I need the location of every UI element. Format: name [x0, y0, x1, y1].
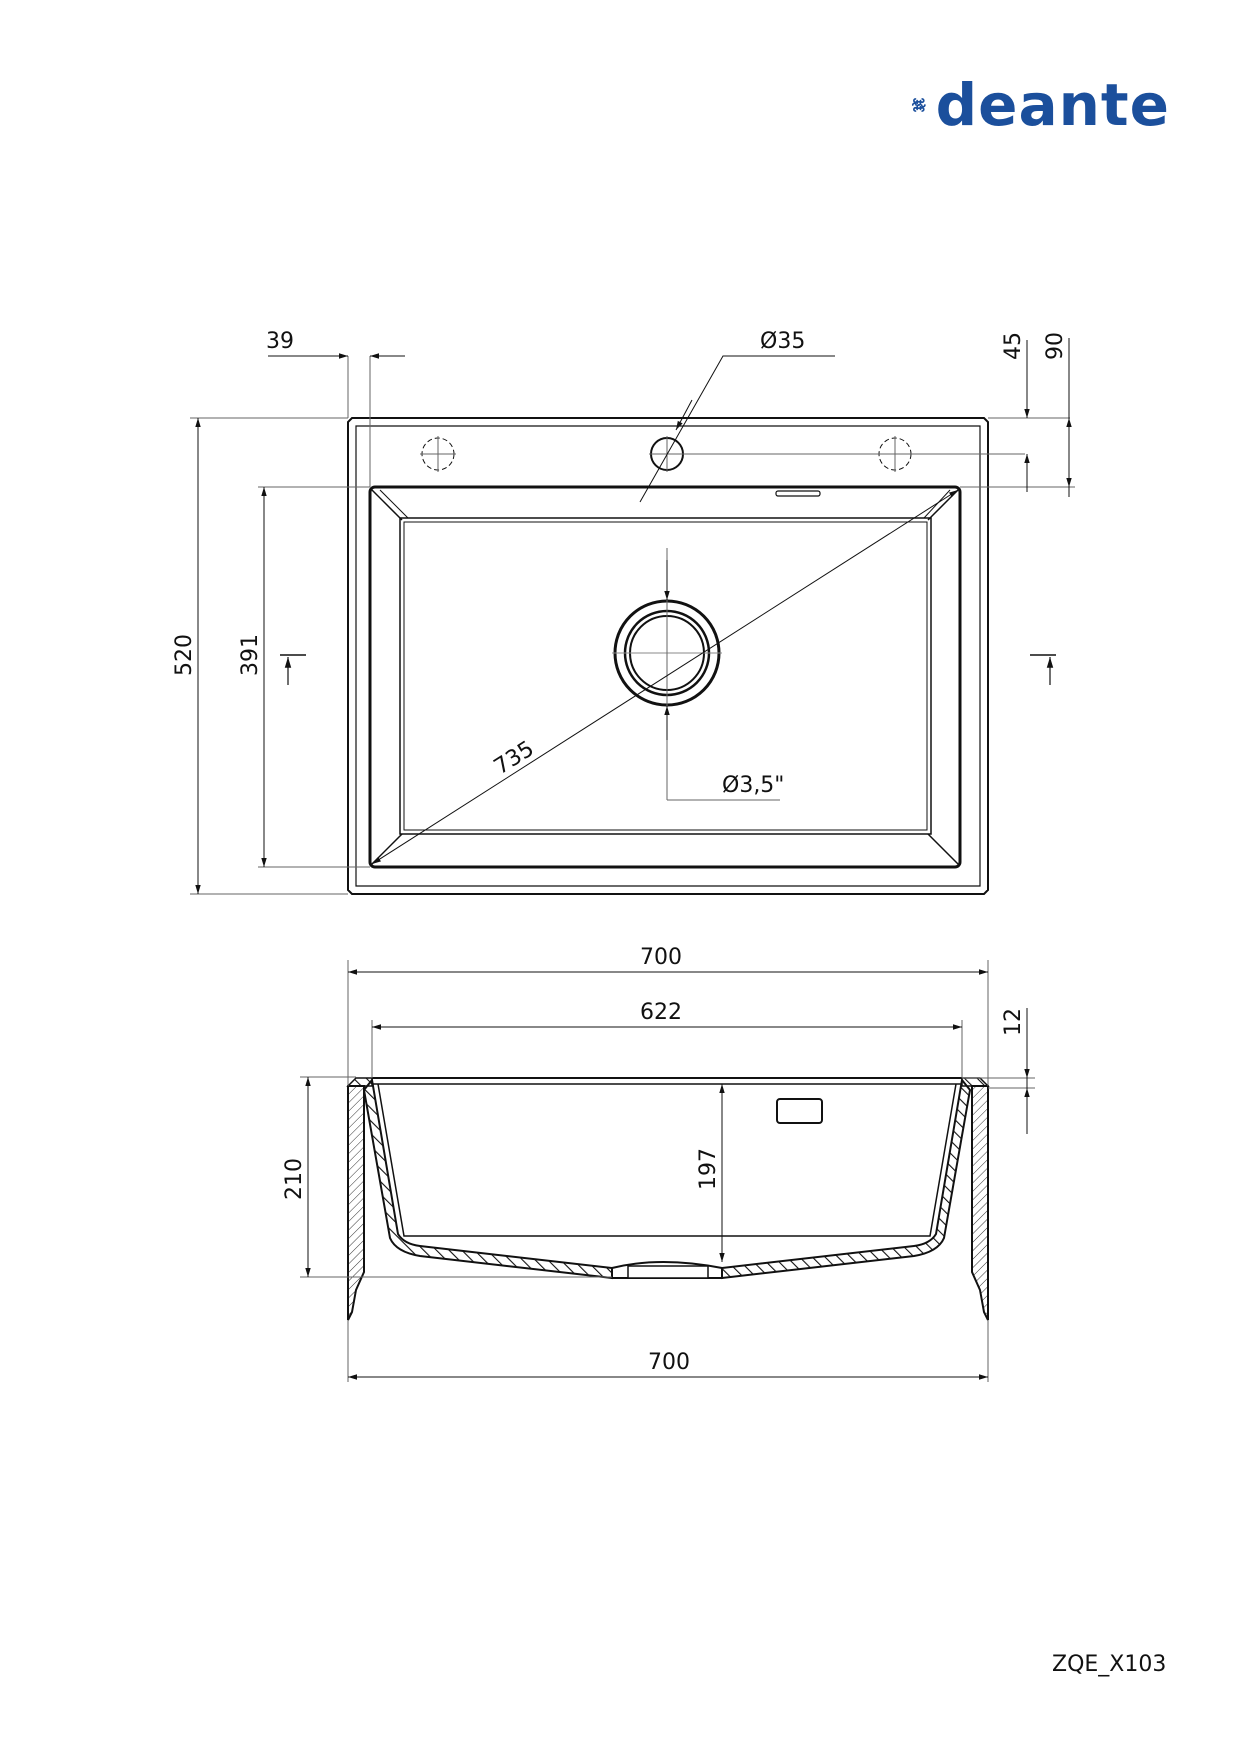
dim-rim-thickness: 12	[1001, 1008, 1026, 1036]
brand-name: deante	[935, 71, 1170, 139]
deante-logo-icon	[911, 98, 926, 112]
top-view: 39 Ø35 45 90 520 391 735 Ø3,5"	[172, 329, 1075, 895]
section-marker-right	[1030, 654, 1056, 685]
dim-front-rim-offset: 39	[266, 329, 294, 354]
dim-bowl-width: 622	[640, 1000, 682, 1025]
dim-outer-depth: 520	[172, 634, 197, 676]
front-section-view: 700 622 12 210 197 700	[282, 945, 1035, 1382]
drain	[612, 548, 780, 801]
section-marker-left	[280, 654, 306, 685]
dim-drain-diameter: Ø3,5"	[722, 773, 784, 798]
dim-outer-width-bottom: 700	[648, 1350, 690, 1375]
dim-tap-hole-diameter: Ø35	[760, 329, 805, 354]
dim-tap-hole-offset: 45	[1001, 332, 1026, 360]
brand-logo: deante	[910, 70, 1170, 140]
product-code: ZQE_X103	[1052, 1652, 1167, 1677]
dim-bowl-depth: 391	[238, 634, 263, 676]
tap-hole-optional-left	[420, 436, 456, 472]
tap-hole-optional-right	[877, 436, 913, 472]
dim-bowl-height: 197	[696, 1148, 721, 1190]
dim-bowl-rear-offset: 90	[1043, 332, 1068, 360]
dim-overall-height: 210	[282, 1158, 307, 1200]
tap-hole	[649, 436, 1025, 472]
dim-outer-width-top: 700	[640, 945, 682, 970]
